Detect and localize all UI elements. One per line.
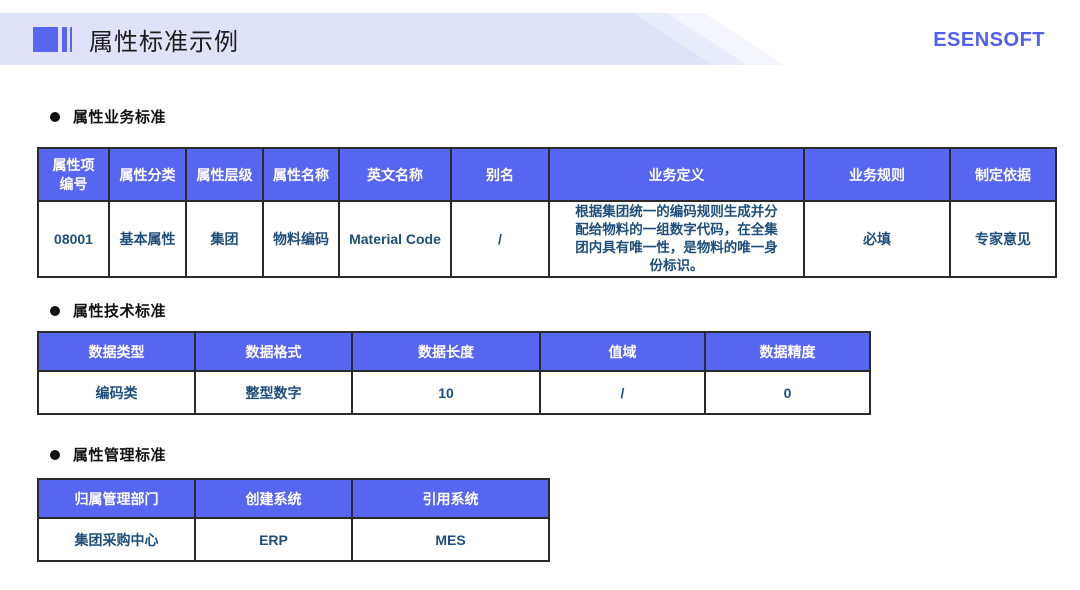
bullet-label: 属性技术标准	[73, 303, 167, 320]
esensoft-logo: ESENSOFT	[933, 29, 1045, 51]
table-header-row: 数据类型 数据格式 数据长度 值域 数据精度	[37, 331, 871, 372]
title-bar-icon	[62, 26, 67, 52]
cell: ERP	[194, 517, 353, 562]
bullet-business-standard: 属性业务标准	[50, 106, 166, 127]
title-block: 属性标准示例	[33, 13, 239, 65]
bullet-dot-icon	[50, 305, 60, 316]
col-header: 归属管理部门	[37, 478, 196, 519]
business-standard-table: 属性项 编号 属性分类 属性层级 属性名称 英文名称 别名 业务定义 业务规则 …	[37, 147, 1057, 278]
cell: 编码类	[37, 370, 196, 415]
col-header: 数据长度	[351, 331, 541, 372]
title-banner	[0, 13, 1080, 65]
col-header: 数据格式	[194, 331, 353, 372]
bullet-technical-standard: 属性技术标准	[50, 300, 166, 321]
technical-standard-table: 数据类型 数据格式 数据长度 值域 数据精度 编码类 整型数字 10 / 0	[37, 331, 871, 415]
title-bar-icon-thin	[70, 26, 72, 52]
cell: /	[450, 200, 550, 278]
bullet-label: 属性管理标准	[73, 447, 167, 464]
cell: 10	[351, 370, 541, 415]
col-header: 属性层级	[185, 147, 264, 202]
col-header: 属性项 编号	[37, 147, 110, 202]
col-header: 制定依据	[949, 147, 1057, 202]
cell: 集团采购中心	[37, 517, 196, 562]
table-row: 集团采购中心 ERP MES	[37, 517, 550, 562]
cell: 08001	[37, 200, 110, 278]
col-header: 别名	[450, 147, 550, 202]
table-header-row: 属性项 编号 属性分类 属性层级 属性名称 英文名称 别名 业务定义 业务规则 …	[37, 147, 1057, 202]
cell: Material Code	[338, 200, 452, 278]
table-row: 08001 基本属性 集团 物料编码 Material Code / 根据集团统…	[37, 200, 1057, 278]
col-header: 业务规则	[803, 147, 951, 202]
cell: 整型数字	[194, 370, 353, 415]
bullet-dot-icon	[50, 111, 60, 122]
cell: 物料编码	[262, 200, 340, 278]
cell: /	[539, 370, 706, 415]
col-header: 属性分类	[108, 147, 187, 202]
title-square-icon	[33, 26, 58, 52]
table-header-row: 归属管理部门 创建系统 引用系统	[37, 478, 550, 519]
business-definition-text: 根据集团统一的编码规则生成并分配给物料的一组数字代码，在全集团内具有唯一性，是物…	[575, 204, 778, 273]
col-header: 英文名称	[338, 147, 452, 202]
cell: 集团	[185, 200, 264, 278]
col-header: 引用系统	[351, 478, 550, 519]
cell: 必填	[803, 200, 951, 278]
page-title: 属性标准示例	[89, 28, 239, 56]
table-row: 编码类 整型数字 10 / 0	[37, 370, 871, 415]
cell: 专家意见	[949, 200, 1057, 278]
cell: 0	[704, 370, 871, 415]
management-standard-table: 归属管理部门 创建系统 引用系统 集团采购中心 ERP MES	[37, 478, 550, 562]
bullet-management-standard: 属性管理标准	[50, 444, 166, 465]
cell: 基本属性	[108, 200, 187, 278]
col-header: 数据类型	[37, 331, 196, 372]
col-header: 数据精度	[704, 331, 871, 372]
cell: 根据集团统一的编码规则生成并分配给物料的一组数字代码，在全集团内具有唯一性，是物…	[548, 200, 805, 278]
cell: MES	[351, 517, 550, 562]
banner-background	[0, 13, 713, 65]
col-header: 属性名称	[262, 147, 340, 202]
col-header: 值域	[539, 331, 706, 372]
bullet-dot-icon	[50, 449, 60, 460]
col-header: 业务定义	[548, 147, 805, 202]
col-header: 创建系统	[194, 478, 353, 519]
bullet-label: 属性业务标准	[73, 109, 167, 126]
